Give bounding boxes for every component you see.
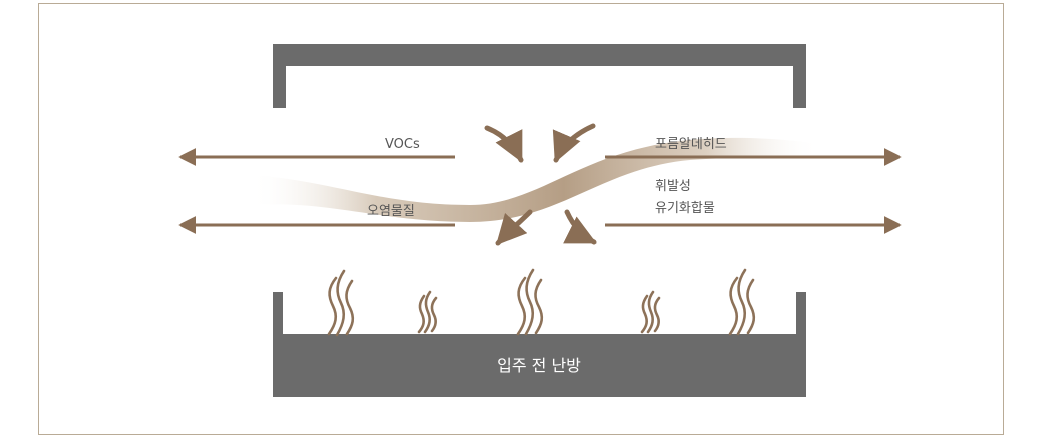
outflow-arrows — [178, 148, 902, 234]
center-arrows — [484, 123, 597, 246]
label-volatile-line2: 유기화합물 — [655, 201, 715, 216]
heat-wave-icon-5 — [728, 268, 756, 336]
label-floor-heating: 입주 전 난방 — [497, 356, 581, 375]
arrow-in-left — [484, 125, 524, 163]
arrow-out-left — [495, 209, 533, 246]
label-pollutant: 오염물질 — [367, 204, 415, 219]
arrow-out-right — [563, 209, 597, 245]
arrow-in-right — [552, 123, 596, 163]
ceiling-structure — [273, 44, 806, 108]
label-volatile-line1: 휘발성 — [655, 179, 691, 194]
heat-wave-icon-1 — [327, 269, 355, 337]
heat-wave-icon-4 — [640, 290, 661, 334]
heat-wave-icon-2 — [417, 290, 438, 334]
label-vocs: VOCs — [385, 137, 420, 152]
pollutant-stream — [250, 137, 820, 222]
heat-wave-icon-3 — [516, 268, 544, 336]
heat-waves — [327, 268, 756, 337]
label-formaldehyde: 포름알데히드 — [655, 137, 727, 152]
floor-structure — [273, 292, 806, 397]
